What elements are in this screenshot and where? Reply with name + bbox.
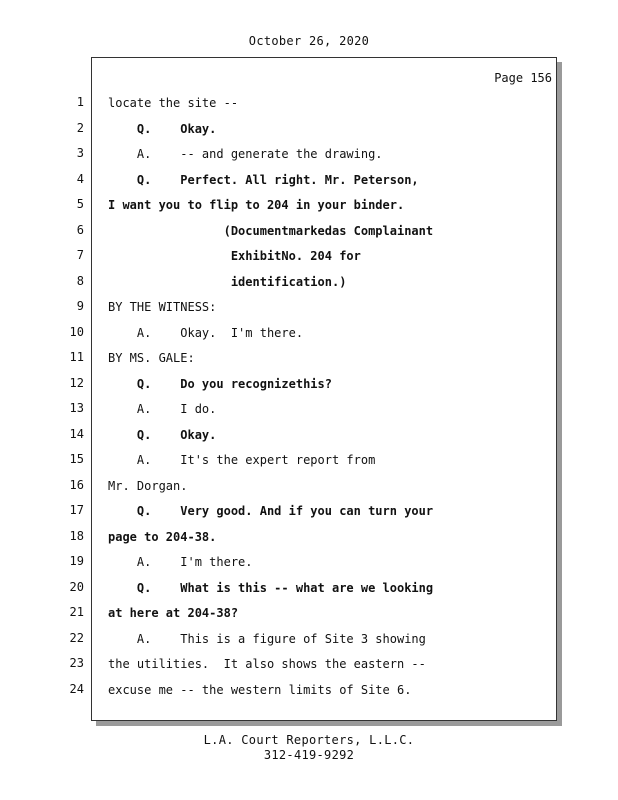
- line-number: 15: [69, 452, 84, 466]
- line-number: 10: [69, 325, 84, 339]
- transcript-line-text: A. -- and generate the drawing.: [108, 147, 383, 161]
- transcript-date: October 26, 2020: [248, 34, 370, 48]
- line-number: 3: [76, 146, 84, 160]
- transcript-line-text: I want you to flip to 204 in your binder…: [108, 198, 405, 212]
- page-number: Page 156: [494, 71, 552, 85]
- transcript-line-text: excuse me -- the western limits of Site …: [108, 683, 412, 697]
- line-number: 8: [76, 274, 84, 288]
- transcript-line-text: BY MS. GALE:: [108, 351, 195, 365]
- transcript-line-text: A. Okay. I'm there.: [108, 326, 304, 340]
- transcript-line-text: the utilities. It also shows the eastern…: [108, 657, 426, 671]
- transcript-line-text: at here at 204-38?: [108, 606, 239, 620]
- line-number: 16: [69, 478, 84, 492]
- transcript-line-text: BY THE WITNESS:: [108, 300, 217, 314]
- transcript-line-text: A. This is a figure of Site 3 showing: [108, 632, 426, 646]
- line-number: 21: [69, 605, 84, 619]
- transcript-line-text: (Documentmarkedas Complainant: [108, 224, 434, 238]
- transcript-line-text: Q. Do you recognizethis?: [108, 377, 332, 391]
- transcript-line-text: page to 204-38.: [108, 530, 217, 544]
- line-number: 1: [76, 95, 84, 109]
- line-number: 2: [76, 121, 84, 135]
- transcript-line-text: Q. Okay.: [108, 428, 217, 442]
- reporter-phone: 312-419-9292: [263, 748, 355, 762]
- line-number: 5: [76, 197, 84, 211]
- line-number: 9: [76, 299, 84, 313]
- line-number: 20: [69, 580, 84, 594]
- line-number: 7: [76, 248, 84, 262]
- transcript-page-frame: Page 156: [91, 57, 557, 721]
- line-number: 11: [69, 350, 84, 364]
- transcript-line-text: A. I do.: [108, 402, 217, 416]
- transcript-line-text: Q. Very good. And if you can turn your: [108, 504, 434, 518]
- reporter-company: L.A. Court Reporters, L.L.C.: [203, 733, 415, 747]
- transcript-line-text: Q. Perfect. All right. Mr. Peterson,: [108, 173, 419, 187]
- transcript-line-text: A. I'm there.: [108, 555, 253, 569]
- transcript-line-text: Q. What is this -- what are we looking: [108, 581, 434, 595]
- transcript-line-text: Mr. Dorgan.: [108, 479, 188, 493]
- line-number: 19: [69, 554, 84, 568]
- line-number: 18: [69, 529, 84, 543]
- line-number: 22: [69, 631, 84, 645]
- transcript-line-text: identification.): [108, 275, 347, 289]
- line-number: 23: [69, 656, 84, 670]
- line-number: 4: [76, 172, 84, 186]
- line-number: 14: [69, 427, 84, 441]
- line-number: 13: [69, 401, 84, 415]
- transcript-line-text: locate the site --: [108, 96, 239, 110]
- transcript-line-text: A. It's the expert report from: [108, 453, 376, 467]
- line-number: 6: [76, 223, 84, 237]
- transcript-line-text: Q. Okay.: [108, 122, 217, 136]
- line-number: 17: [69, 503, 84, 517]
- line-number: 24: [69, 682, 84, 696]
- line-number: 12: [69, 376, 84, 390]
- transcript-line-text: ExhibitNo. 204 for: [108, 249, 361, 263]
